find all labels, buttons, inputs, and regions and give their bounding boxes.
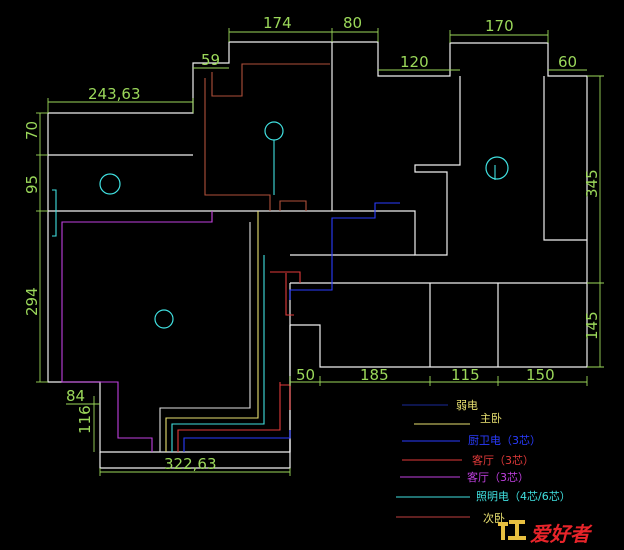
dim-left-70: 70 — [23, 121, 41, 140]
ceiling-lights — [99, 121, 509, 329]
dim-top-120: 120 — [400, 53, 429, 71]
light-circle-icon — [485, 156, 509, 180]
wire-lighting — [171, 255, 265, 452]
wire-lighting-3 — [52, 189, 57, 237]
dim-bottom-150: 150 — [526, 366, 555, 384]
wire-keting-red-4 — [280, 384, 291, 410]
house-icon — [498, 520, 526, 540]
legend-label: 客厅（3芯） — [467, 470, 529, 484]
wire-center — [159, 222, 251, 452]
light-circle-icon — [154, 309, 174, 329]
dim-left-243: 243,63 — [88, 85, 141, 103]
legend-label: 弱电 — [456, 399, 478, 412]
legend: 弱电 主卧 厨卫电（3芯） 客厅（3芯） 客厅（3芯） 照明电（4芯/6芯） 次… — [396, 399, 571, 525]
brand-logo: 爱好者 — [498, 520, 593, 546]
dim-top-170: 170 — [485, 17, 514, 35]
circuit-lines — [52, 63, 496, 452]
dim-bottom-322: 322,63 — [164, 455, 217, 473]
wire-keting-red-3 — [177, 382, 281, 452]
wire-chuwei-2 — [183, 430, 291, 452]
dim-right-145: 145 — [583, 311, 601, 340]
dimension-labels: 174 80 170 59 120 60 243,63 70 95 294 84… — [23, 14, 601, 473]
wire-chuwei — [289, 202, 400, 300]
legend-label: 次卧 — [483, 511, 505, 525]
dim-left-294: 294 — [23, 287, 41, 316]
wire-zhuwo — [165, 211, 259, 452]
dim-top-60: 60 — [558, 53, 577, 71]
dim-top-174: 174 — [263, 14, 292, 32]
legend-label: 主卧 — [480, 412, 502, 425]
wire-ciwo-2 — [211, 63, 330, 97]
legend-label: 厨卫电（3芯） — [468, 433, 541, 447]
light-circle-icon — [264, 121, 284, 141]
wire-keting-red-2 — [270, 271, 301, 283]
walls — [47, 41, 588, 469]
dim-right-345: 345 — [583, 169, 601, 198]
brand-text: 爱好者 — [530, 522, 593, 546]
legend-label: 照明电（4芯/6芯） — [476, 489, 571, 503]
dim-left-116: 116 — [76, 405, 94, 434]
dim-bottom-50: 50 — [296, 366, 315, 384]
dim-top-59: 59 — [201, 51, 220, 69]
dim-bottom-115: 115 — [451, 366, 480, 384]
legend-label: 客厅（3芯） — [472, 453, 534, 467]
wire-ciwo-3 — [279, 200, 307, 211]
dim-left-84: 84 — [66, 387, 85, 405]
dim-top-80: 80 — [343, 14, 362, 32]
dimension-lines — [36, 28, 604, 476]
wire-keting-magenta — [61, 211, 213, 452]
dim-bottom-185: 185 — [360, 366, 389, 384]
wire-ciwo — [204, 78, 271, 211]
light-circle-icon — [99, 173, 121, 195]
dim-left-95: 95 — [23, 175, 41, 194]
wire-keting-red — [285, 273, 294, 316]
